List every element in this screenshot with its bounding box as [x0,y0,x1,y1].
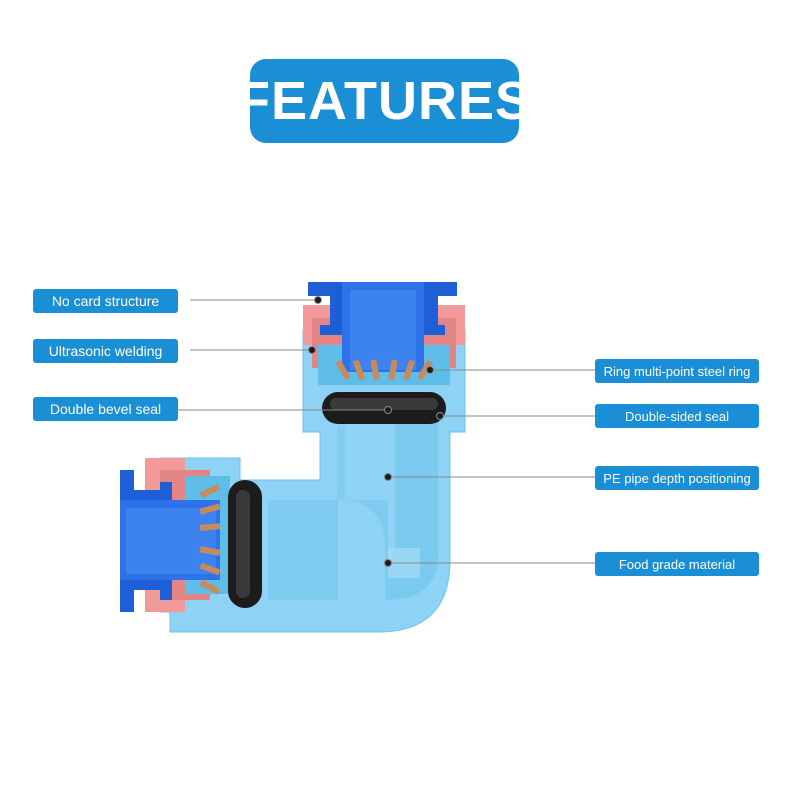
label-double-sided-seal-text: Double-sided seal [624,408,730,424]
label-food-grade-material: Food grade material [595,552,759,576]
leader-dot-double-sided [436,412,444,420]
label-double-bevel-seal: Double bevel seal [33,397,178,421]
label-ultrasonic-welding-text: Ultrasonic welding [48,343,163,359]
label-pe-pipe-depth-positioning-text: PE pipe depth positioning [603,470,751,486]
leader-dot-no-card [314,296,322,304]
top-cap [308,282,457,372]
label-ring-multipoint-steel-ring-text: Ring multi-point steel ring [603,363,751,379]
left-seal-ring [228,480,262,608]
top-steel-ring [335,359,433,381]
label-no-card-structure-text: No card structure [51,293,160,309]
label-double-sided-seal: Double-sided seal [595,404,759,428]
leader-dot-double-bevel [384,406,392,414]
features-title-banner: FEATURES [237,59,531,143]
leader-dot-depth [384,473,392,481]
label-pe-pipe-depth-positioning: PE pipe depth positioning [595,466,759,490]
leader-dot-steel-ring [426,366,434,374]
leader-dot-ultrasonic [308,346,316,354]
left-steel-ring [199,484,221,595]
label-ultrasonic-welding: Ultrasonic welding [33,339,178,363]
top-seal-ring [322,392,446,424]
leader-lines [175,296,596,567]
features-title: FEATURES [237,71,533,131]
label-no-card-structure: No card structure [33,289,178,313]
label-food-grade-material-text: Food grade material [618,556,736,572]
label-double-bevel-seal-text: Double bevel seal [49,401,162,417]
label-ring-multipoint-steel-ring: Ring multi-point steel ring [595,359,759,383]
leader-dot-food-grade [384,559,392,567]
